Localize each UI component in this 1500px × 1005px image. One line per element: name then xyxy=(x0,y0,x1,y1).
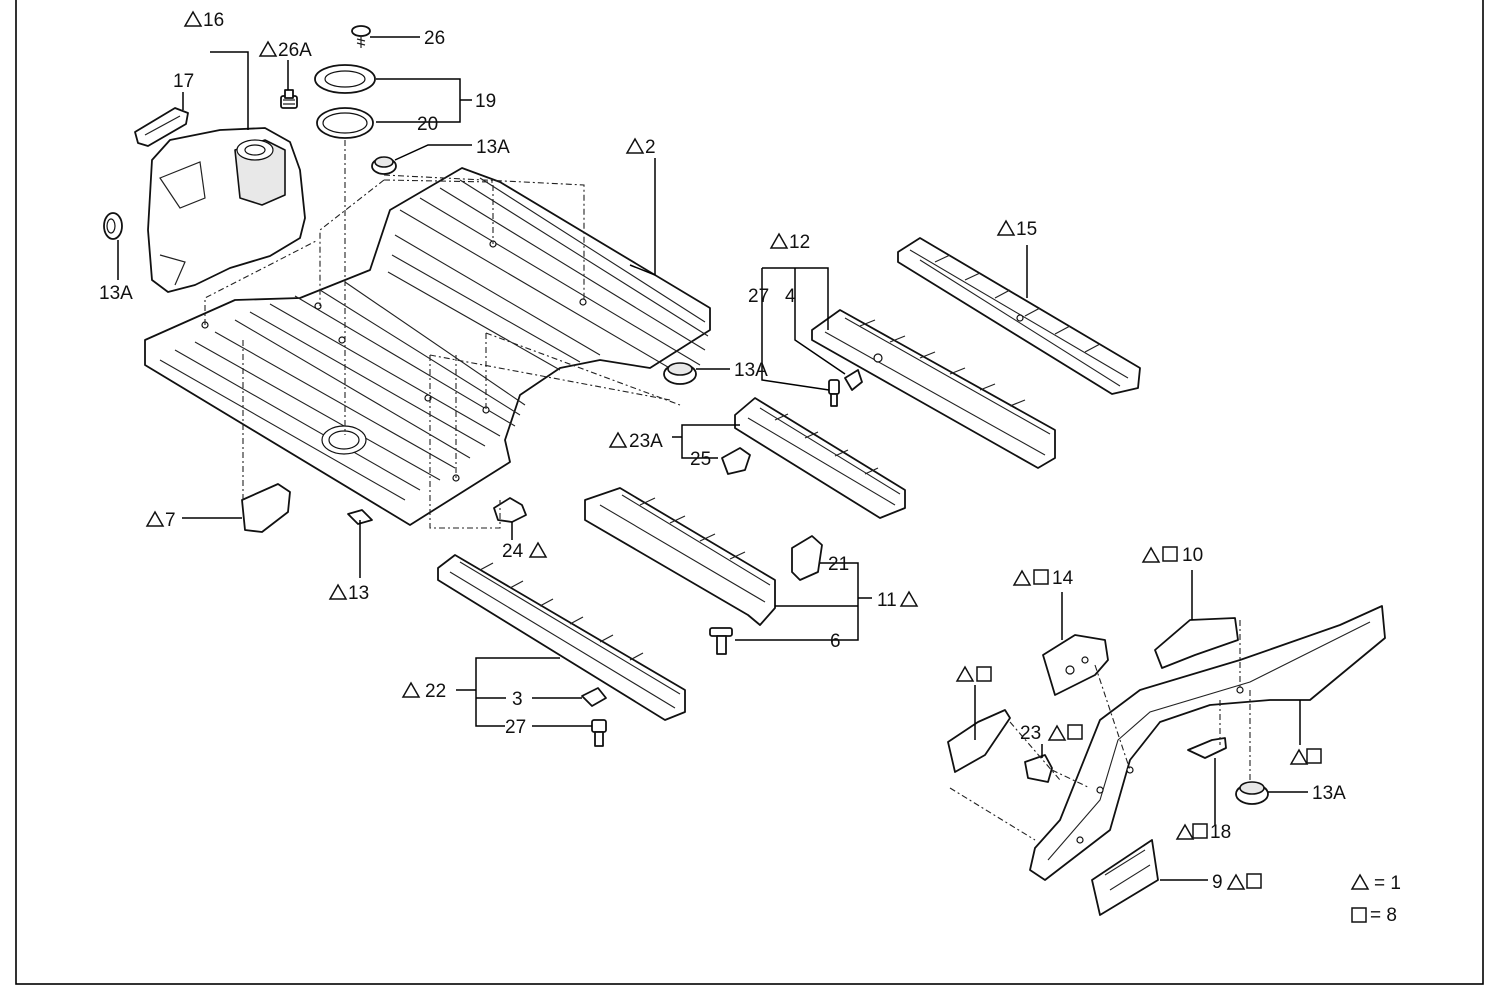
callout-27-bottom: 27 xyxy=(505,717,526,738)
callout-21: 21 xyxy=(828,554,849,575)
callout-22: 22 xyxy=(425,681,446,702)
callout-9: 9 xyxy=(1212,872,1223,893)
callout-23: 23 xyxy=(1020,723,1041,744)
rail-23a xyxy=(734,397,906,519)
callout-13a-right: 13A xyxy=(1312,783,1346,804)
callouts: 16 17 26A 26 19 20 13A 2 13A 12 15 27 4 … xyxy=(99,10,1401,926)
bracket-25 xyxy=(721,447,751,475)
callout-4: 4 xyxy=(785,286,796,307)
rail-11 xyxy=(584,487,776,626)
bracket-10 xyxy=(1154,617,1239,669)
callout-3: 3 xyxy=(512,689,523,710)
grommet-13a-right xyxy=(1235,781,1269,805)
callout-16: 16 xyxy=(203,10,224,31)
alignment-lines xyxy=(204,140,1251,841)
callout-25: 25 xyxy=(690,449,711,470)
callout-26a: 26A xyxy=(278,40,312,61)
callout-14: 14 xyxy=(1052,568,1074,589)
bracket-14 xyxy=(1042,634,1109,696)
callout-27-top: 27 xyxy=(748,286,769,307)
fuel-tank xyxy=(147,127,306,293)
bolt-26a xyxy=(280,89,298,109)
bracket-left xyxy=(947,709,1011,773)
callout-13a-mid: 13A xyxy=(734,360,768,381)
callout-6: 6 xyxy=(830,631,841,652)
bracket-23 xyxy=(1024,754,1053,783)
fastener-27-top xyxy=(828,379,840,407)
clip-13 xyxy=(347,509,373,525)
cover-19 xyxy=(314,64,376,94)
callout-19: 19 xyxy=(475,91,496,112)
rail-12 xyxy=(811,309,1056,469)
callout-17: 17 xyxy=(173,71,194,92)
callout-18: 18 xyxy=(1210,822,1231,843)
grommet-13a-mid xyxy=(663,362,697,385)
fastener-27-bottom xyxy=(591,719,607,747)
screw-26 xyxy=(351,25,371,48)
callout-2: 2 xyxy=(645,137,656,158)
diagram-frame xyxy=(15,0,1484,985)
callout-15: 15 xyxy=(1016,219,1037,240)
callout-13a-top: 13A xyxy=(476,137,510,158)
callout-23a: 23A xyxy=(629,431,663,452)
callout-12: 12 xyxy=(789,232,810,253)
callout-13a-left: 13A xyxy=(99,283,133,304)
legend-triangle-value: = 1 xyxy=(1374,873,1401,894)
clip-4 xyxy=(844,369,863,391)
fastener-6 xyxy=(709,627,733,655)
bracket-18 xyxy=(1187,737,1227,759)
panel-9 xyxy=(1091,839,1159,916)
callout-24: 24 xyxy=(502,541,524,562)
callout-11: 11 xyxy=(877,590,897,611)
callout-26: 26 xyxy=(424,28,445,49)
bracket-21 xyxy=(791,535,823,581)
rail-22 xyxy=(437,554,686,721)
floor-panel xyxy=(144,167,711,526)
grommet-13a-left xyxy=(103,212,123,240)
bracket-3 xyxy=(581,687,607,707)
leader-lines xyxy=(117,36,1308,881)
callout-7: 7 xyxy=(165,510,176,531)
bracket-17 xyxy=(134,107,189,147)
marker-symbols xyxy=(146,11,1369,923)
grommet-13a-top xyxy=(371,156,397,175)
callout-10: 10 xyxy=(1182,545,1203,566)
callout-13: 13 xyxy=(348,583,369,604)
gasket-20 xyxy=(316,107,374,139)
legend-square-value: = 8 xyxy=(1370,905,1397,926)
rail-15 xyxy=(897,237,1141,395)
frame-assembly xyxy=(1029,605,1386,881)
bracket-24 xyxy=(493,497,527,523)
callout-20: 20 xyxy=(417,114,438,135)
bracket-7 xyxy=(241,483,291,533)
